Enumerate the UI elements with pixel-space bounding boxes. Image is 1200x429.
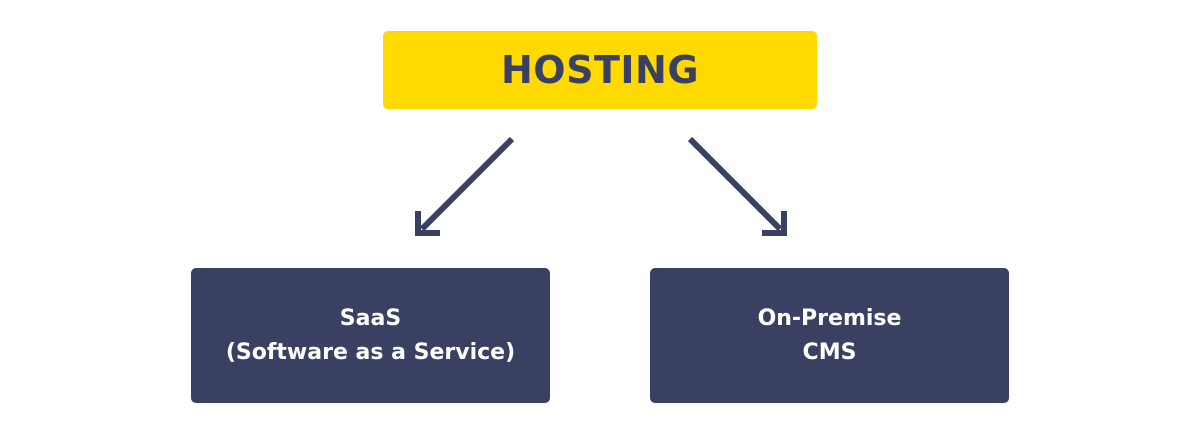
on-premise-node: On-Premise CMS xyxy=(650,268,1009,403)
hosting-node: HOSTING xyxy=(383,31,817,109)
saas-subtitle: (Software as a Service) xyxy=(225,339,516,365)
saas-node: SaaS (Software as a Service) xyxy=(191,268,550,403)
arrow-to-on-premise xyxy=(687,136,787,236)
arrow-to-saas xyxy=(415,136,515,236)
hosting-label: HOSTING xyxy=(500,48,700,92)
on-premise-subtitle: CMS xyxy=(802,339,857,365)
on-premise-title: On-Premise xyxy=(757,305,902,331)
saas-title: SaaS xyxy=(339,305,402,331)
